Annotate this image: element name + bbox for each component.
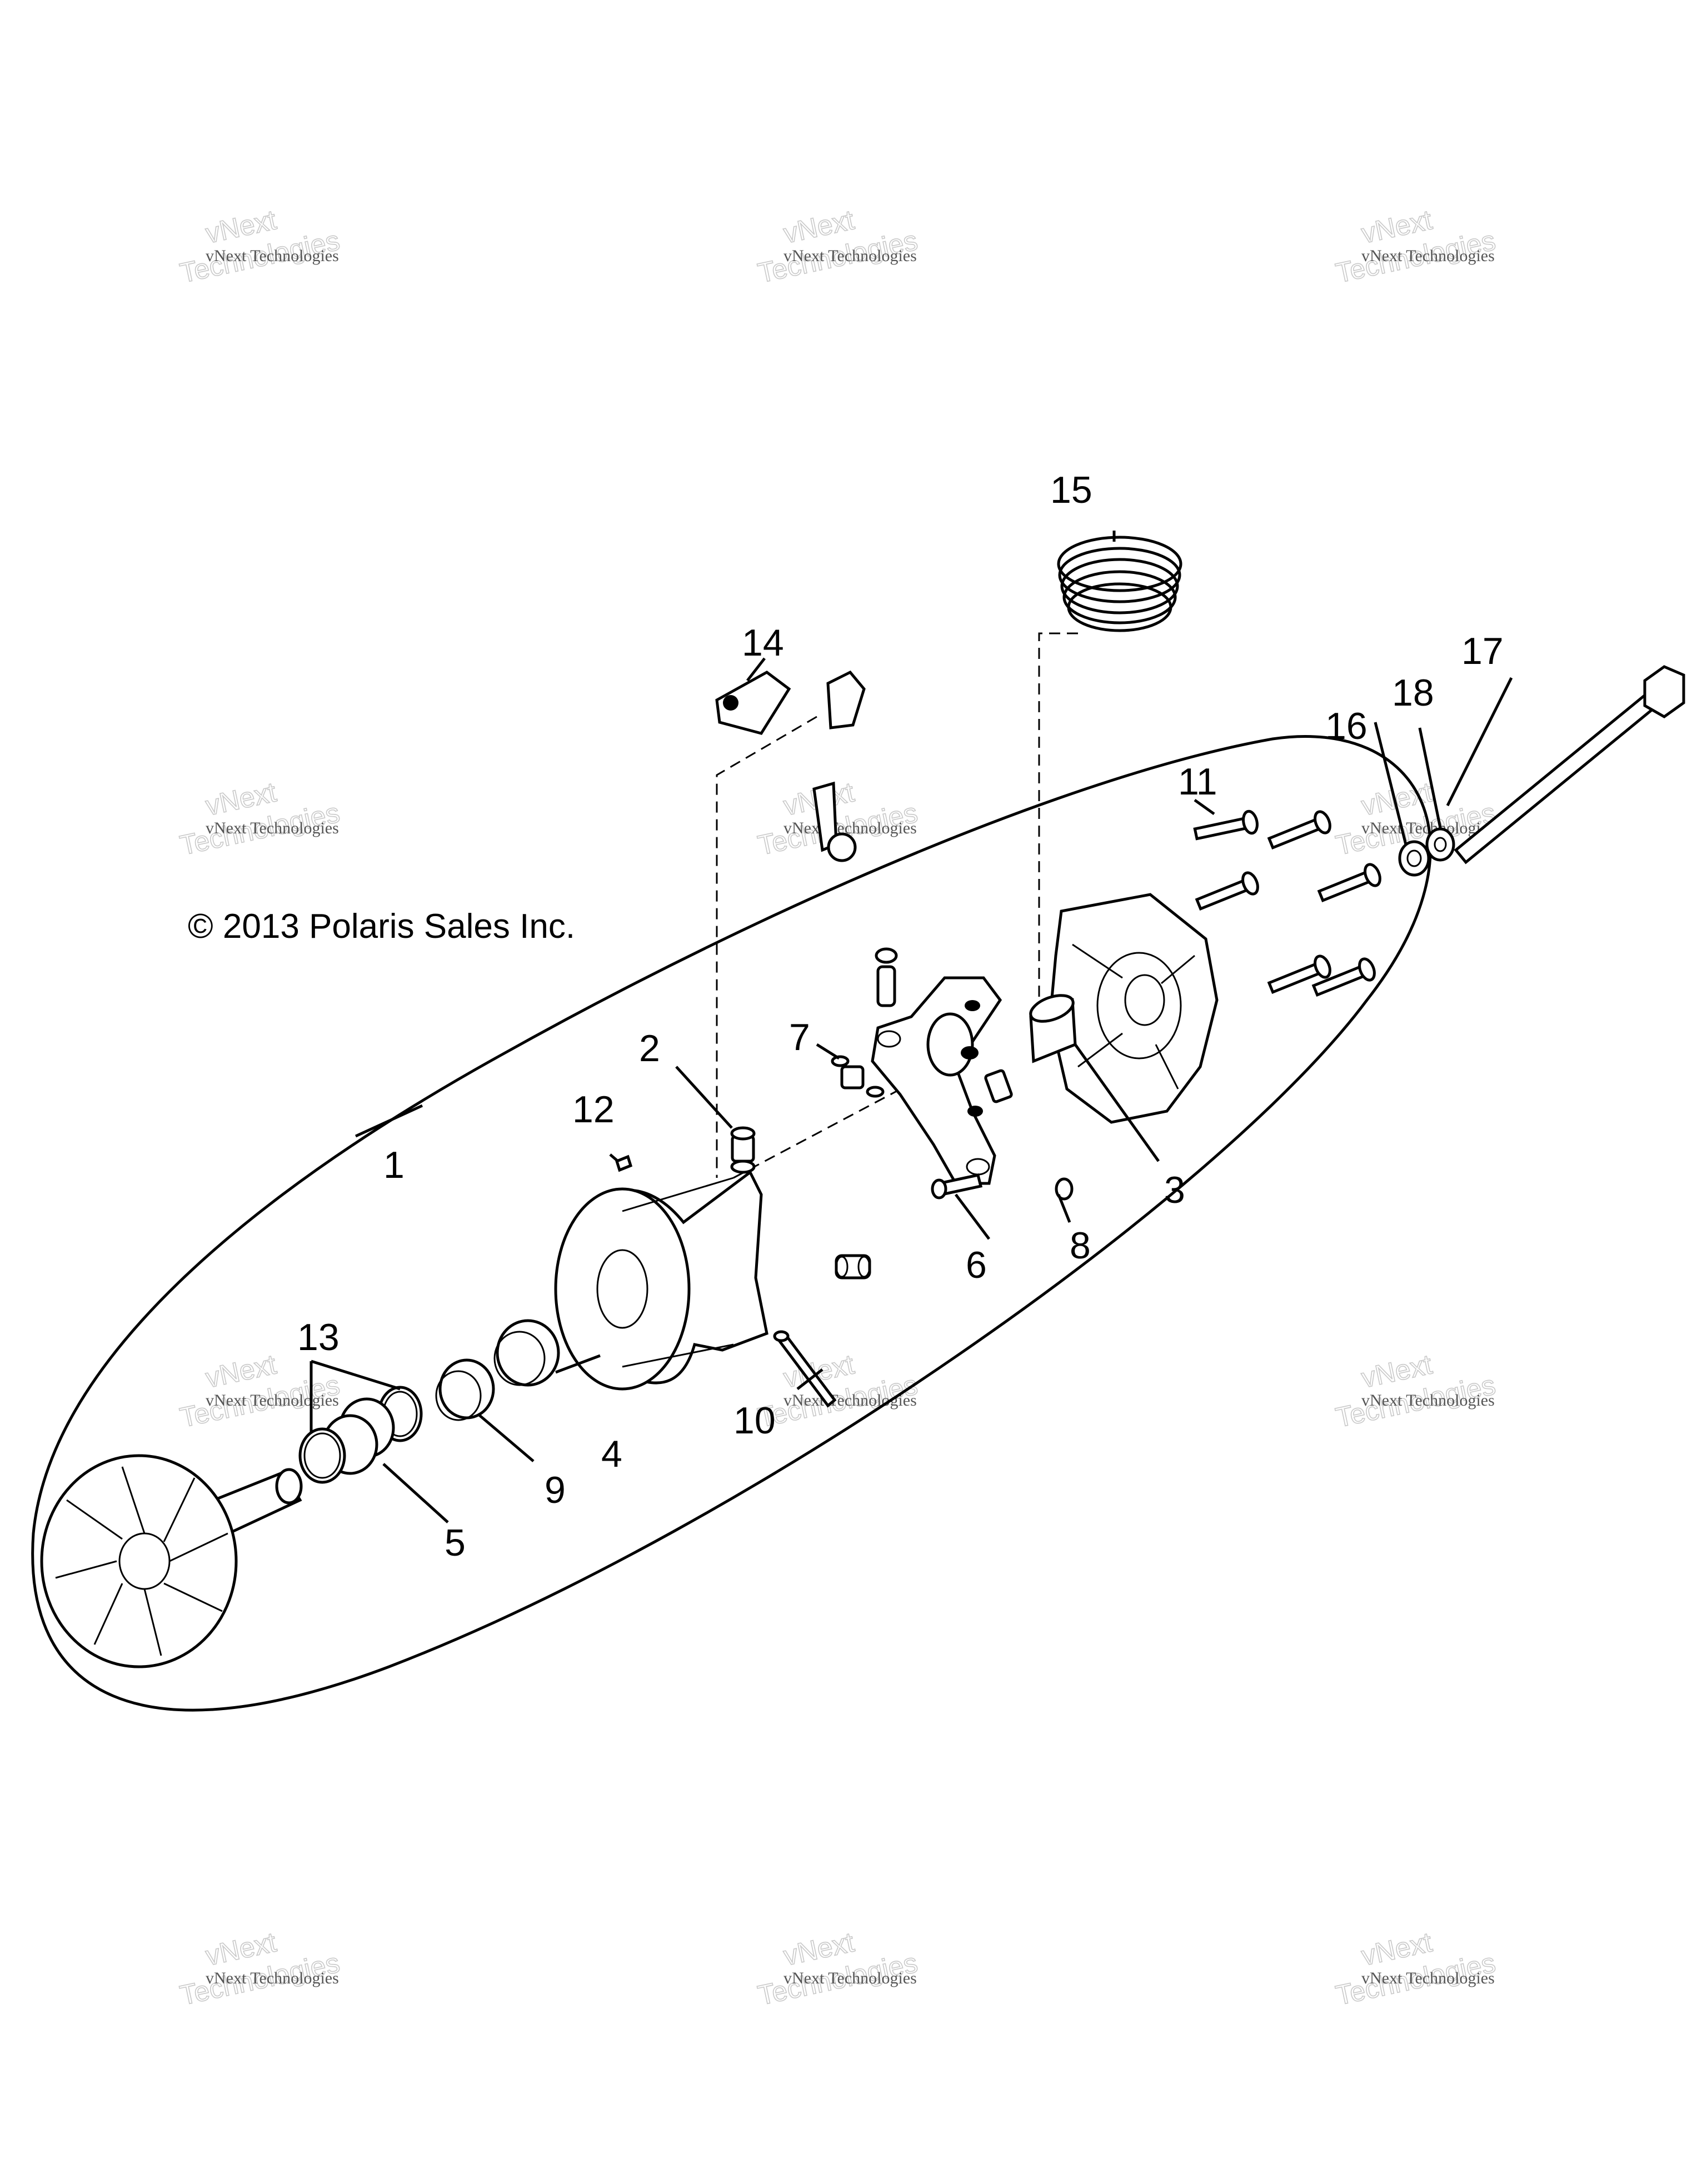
moveable-sheave-part [554, 1170, 768, 1391]
assembly-outline [31, 735, 1432, 1712]
washer-part-18 [1425, 827, 1455, 862]
bushing-part-9 [435, 1358, 495, 1421]
alignment-lines [716, 632, 1078, 1179]
watermark: vNext Technologies vNext Technologies [755, 204, 921, 289]
callout-18: 18 [1392, 672, 1434, 714]
watermark-small: vNext Technologies [206, 1969, 339, 1987]
cover-plate-part [1049, 893, 1219, 1124]
long-bolt-part [1454, 665, 1685, 864]
watermark-small: vNext Technologies [783, 247, 917, 265]
watermark: vNext Technologies vNext Technologies [755, 1926, 921, 2012]
callout-4: 4 [601, 1433, 622, 1475]
roller-part-2 [730, 1126, 756, 1174]
callout-10: 10 [733, 1400, 776, 1442]
bushing-part-4 [493, 1319, 560, 1387]
watermark-small: vNext Technologies [783, 1391, 917, 1410]
callout-6: 6 [966, 1244, 987, 1286]
callout-17: 17 [1461, 630, 1504, 672]
watermark: vNext Technologies vNext Technologies [177, 204, 343, 289]
watermark-small: vNext Technologies [206, 819, 339, 837]
callout-5: 5 [445, 1522, 466, 1564]
watermark-small: vNext Technologies [1361, 1969, 1495, 1987]
callout-12: 12 [572, 1088, 615, 1131]
roller-group-part [835, 1254, 871, 1280]
copyright-text: © 2013 Polaris Sales Inc. [188, 907, 575, 946]
callout-3: 3 [1164, 1169, 1185, 1211]
spider-part [871, 947, 1074, 1201]
callout-9: 9 [545, 1469, 566, 1511]
callout-labels: 1 2 3 4 5 6 7 8 9 10 11 12 13 14 15 16 1… [297, 469, 1504, 1564]
watermark: vNext Technologies vNext Technologies [1332, 204, 1499, 289]
watermark: vNext Technologies vNext Technologies [1332, 1348, 1499, 1434]
bushing-part-5 [322, 1397, 395, 1475]
callout-1: 1 [383, 1144, 405, 1186]
callout-11: 11 [1178, 761, 1217, 803]
watermark-small: vNext Technologies [1361, 1391, 1495, 1410]
ring-part-13b [298, 1427, 346, 1484]
watermark: vNext Technologies vNext Technologies [755, 1348, 921, 1434]
fixed-sheave-part [40, 1454, 303, 1668]
callout-8: 8 [1070, 1225, 1091, 1267]
watermark-small: vNext Technologies [783, 1969, 917, 1987]
roller-part-7 [831, 1055, 885, 1098]
bushing-part-3 [1029, 994, 1077, 1063]
pin-part-10 [773, 1330, 837, 1408]
watermarks: vNext Technologies vNext Technologies vN… [177, 204, 1499, 2012]
watermark: vNext Technologies vNext Technologies [177, 1926, 343, 2012]
watermark-small: vNext Technologies [1361, 247, 1495, 265]
callout-13: 13 [297, 1316, 340, 1358]
callout-14: 14 [742, 622, 784, 664]
spring-part [1057, 536, 1182, 632]
watermark: vNext Technologies vNext Technologies [177, 776, 343, 862]
washer-part-16 [1398, 840, 1430, 877]
watermark-small: vNext Technologies [206, 247, 339, 265]
leader-lines [310, 531, 1513, 1523]
callout-15: 15 [1050, 469, 1092, 511]
watermark-small: vNext Technologies [206, 1391, 339, 1410]
callout-2: 2 [639, 1027, 660, 1069]
watermark: vNext Technologies vNext Technologies [177, 1348, 343, 1434]
watermark: vNext Technologies vNext Technologies [1332, 1926, 1499, 2012]
button-part-12 [615, 1155, 633, 1172]
pin-part-6 [931, 1173, 983, 1200]
bolts-part [1193, 809, 1381, 997]
cam-weight-part [715, 670, 866, 862]
callout-7: 7 [789, 1016, 810, 1058]
callout-16: 16 [1325, 705, 1367, 747]
watermark-small: vNext Technologies [783, 819, 917, 837]
